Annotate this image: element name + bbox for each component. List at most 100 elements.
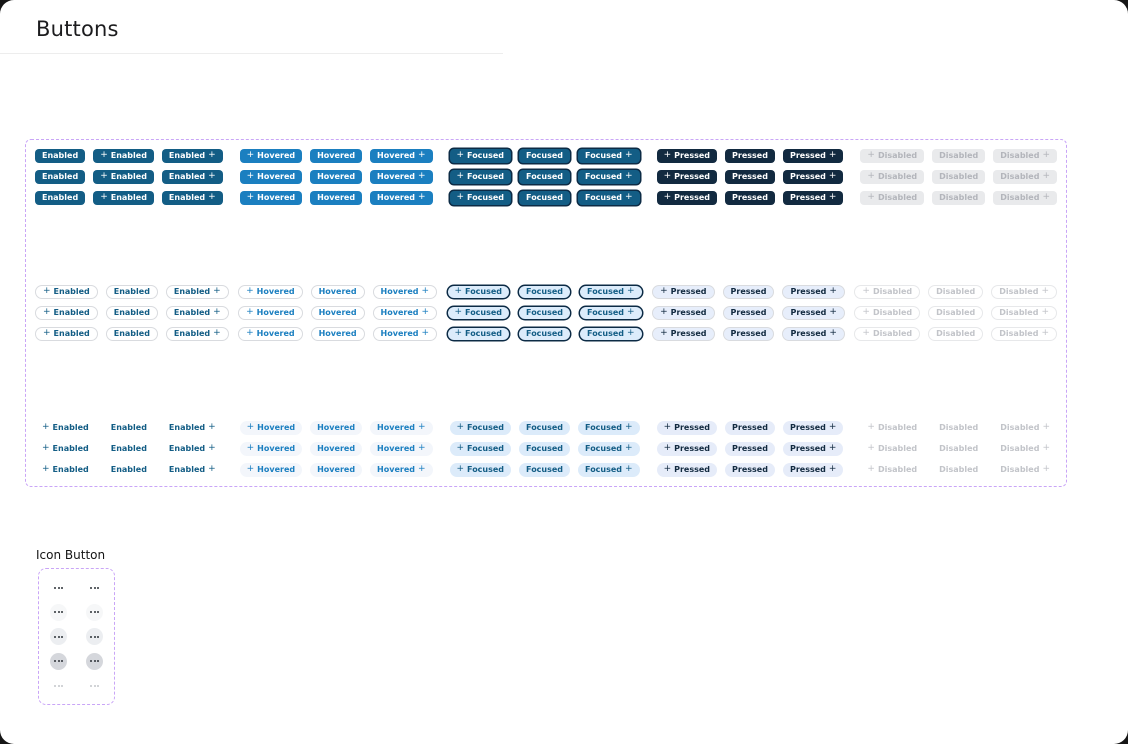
filled-button-disabled-plain[interactable]: Disabled: [932, 170, 986, 184]
filled-button-hovered-leading[interactable]: +Hovered: [239, 149, 303, 163]
outline-button-hovered-plain[interactable]: Hovered: [310, 285, 365, 299]
ghost-button-disabled-trailing[interactable]: Disabled+: [993, 421, 1057, 435]
outline-button-disabled-leading[interactable]: +Disabled: [854, 285, 921, 299]
outline-button-disabled-plain[interactable]: Disabled: [928, 306, 984, 320]
outline-button-enabled-trailing[interactable]: Enabled+: [165, 327, 229, 341]
outline-button-disabled-trailing[interactable]: Disabled+: [991, 306, 1057, 320]
icon-button-pressed[interactable]: [86, 652, 103, 670]
ghost-button-disabled-leading[interactable]: +Disabled: [860, 421, 924, 435]
filled-button-focused-trailing[interactable]: Focused+: [578, 170, 640, 184]
ghost-button-enabled-leading[interactable]: +Enabled: [35, 421, 96, 435]
outline-button-pressed-trailing[interactable]: Pressed+: [782, 306, 845, 320]
icon-button-focused[interactable]: [86, 628, 103, 645]
ghost-button-hovered-trailing[interactable]: Hovered+: [370, 463, 433, 477]
filled-button-focused-trailing[interactable]: Focused+: [578, 191, 640, 205]
outline-button-pressed-trailing[interactable]: Pressed+: [782, 327, 845, 341]
filled-button-enabled-trailing[interactable]: Enabled+: [161, 170, 223, 184]
outline-button-disabled-leading[interactable]: +Disabled: [854, 306, 921, 320]
outline-button-enabled-plain[interactable]: Enabled: [105, 327, 158, 341]
filled-button-pressed-plain[interactable]: Pressed: [725, 170, 775, 184]
outline-button-pressed-leading[interactable]: +Pressed: [652, 285, 715, 299]
outline-button-focused-plain[interactable]: Focused: [518, 306, 572, 320]
outline-button-enabled-leading[interactable]: +Enabled: [35, 327, 98, 341]
outline-button-hovered-leading[interactable]: +Hovered: [238, 285, 303, 299]
outline-button-pressed-leading[interactable]: +Pressed: [652, 306, 715, 320]
ghost-button-hovered-plain[interactable]: Hovered: [310, 463, 363, 477]
ghost-button-enabled-trailing[interactable]: Enabled+: [162, 442, 223, 456]
filled-button-hovered-leading[interactable]: +Hovered: [239, 170, 303, 184]
filled-button-focused-leading[interactable]: +Focused: [449, 149, 512, 163]
icon-button-hovered[interactable]: [86, 603, 103, 621]
filled-button-focused-leading[interactable]: +Focused: [449, 170, 512, 184]
ghost-button-disabled-trailing[interactable]: Disabled+: [993, 463, 1057, 477]
filled-button-hovered-plain[interactable]: Hovered: [310, 149, 363, 163]
ghost-button-focused-trailing[interactable]: Focused+: [578, 463, 640, 477]
icon-button-pressed[interactable]: [50, 652, 67, 670]
ghost-button-enabled-trailing[interactable]: Enabled+: [162, 421, 223, 435]
ghost-button-enabled-trailing[interactable]: Enabled+: [162, 463, 223, 477]
outline-button-focused-trailing[interactable]: Focused+: [579, 285, 643, 299]
filled-button-pressed-plain[interactable]: Pressed: [725, 191, 775, 205]
filled-button-enabled-leading[interactable]: +Enabled: [93, 191, 154, 205]
icon-button-disabled[interactable]: [86, 677, 103, 694]
filled-button-pressed-leading[interactable]: +Pressed: [656, 191, 718, 205]
filled-button-focused-plain[interactable]: Focused: [519, 191, 571, 205]
outline-button-pressed-plain[interactable]: Pressed: [722, 327, 775, 341]
filled-button-pressed-trailing[interactable]: Pressed+: [782, 149, 844, 163]
filled-button-disabled-plain[interactable]: Disabled: [932, 191, 986, 205]
ghost-button-disabled-plain[interactable]: Disabled: [932, 421, 985, 435]
filled-button-disabled-leading[interactable]: +Disabled: [860, 149, 925, 163]
icon-button-disabled[interactable]: [50, 677, 67, 694]
outline-button-focused-plain[interactable]: Focused: [518, 327, 572, 341]
ghost-button-disabled-trailing[interactable]: Disabled+: [993, 442, 1057, 456]
filled-button-enabled-trailing[interactable]: Enabled+: [161, 149, 223, 163]
outline-button-hovered-trailing[interactable]: Hovered+: [372, 306, 438, 320]
icon-button-hovered[interactable]: [50, 603, 67, 621]
outline-button-pressed-trailing[interactable]: Pressed+: [782, 285, 845, 299]
filled-button-enabled-leading[interactable]: +Enabled: [93, 149, 154, 163]
filled-button-pressed-trailing[interactable]: Pressed+: [782, 170, 844, 184]
icon-button-focused[interactable]: [50, 628, 67, 645]
ghost-button-disabled-leading[interactable]: +Disabled: [860, 463, 924, 477]
outline-button-focused-plain[interactable]: Focused: [518, 285, 572, 299]
ghost-button-pressed-plain[interactable]: Pressed: [725, 421, 775, 435]
outline-button-focused-leading[interactable]: +Focused: [446, 327, 511, 341]
ghost-button-disabled-leading[interactable]: +Disabled: [860, 442, 924, 456]
ghost-button-pressed-plain[interactable]: Pressed: [725, 442, 775, 456]
filled-button-pressed-leading[interactable]: +Pressed: [656, 170, 718, 184]
filled-button-pressed-trailing[interactable]: Pressed+: [782, 191, 844, 205]
ghost-button-focused-trailing[interactable]: Focused+: [578, 442, 640, 456]
ghost-button-focused-trailing[interactable]: Focused+: [578, 421, 640, 435]
ghost-button-enabled-leading[interactable]: +Enabled: [35, 442, 96, 456]
filled-button-focused-plain[interactable]: Focused: [519, 170, 571, 184]
ghost-button-pressed-trailing[interactable]: Pressed+: [782, 463, 844, 477]
filled-button-enabled-plain[interactable]: Enabled: [35, 170, 86, 184]
ghost-button-hovered-plain[interactable]: Hovered: [310, 442, 363, 456]
ghost-button-focused-plain[interactable]: Focused: [519, 442, 571, 456]
ghost-button-pressed-leading[interactable]: +Pressed: [656, 421, 718, 435]
filled-button-enabled-plain[interactable]: Enabled: [35, 191, 86, 205]
filled-button-disabled-trailing[interactable]: Disabled+: [993, 149, 1057, 163]
ghost-button-pressed-trailing[interactable]: Pressed+: [782, 442, 844, 456]
outline-button-hovered-leading[interactable]: +Hovered: [238, 306, 303, 320]
outline-button-hovered-plain[interactable]: Hovered: [310, 306, 365, 320]
filled-button-disabled-leading[interactable]: +Disabled: [860, 170, 925, 184]
outline-button-disabled-plain[interactable]: Disabled: [928, 327, 984, 341]
filled-button-hovered-trailing[interactable]: Hovered+: [370, 149, 433, 163]
outline-button-focused-trailing[interactable]: Focused+: [579, 306, 643, 320]
ghost-button-hovered-plain[interactable]: Hovered: [310, 421, 363, 435]
ghost-button-disabled-plain[interactable]: Disabled: [932, 463, 985, 477]
filled-button-focused-trailing[interactable]: Focused+: [578, 149, 640, 163]
filled-button-hovered-plain[interactable]: Hovered: [310, 170, 363, 184]
filled-button-focused-leading[interactable]: +Focused: [449, 191, 512, 205]
ghost-button-pressed-leading[interactable]: +Pressed: [656, 463, 718, 477]
filled-button-enabled-plain[interactable]: Enabled: [35, 149, 86, 163]
ghost-button-focused-leading[interactable]: +Focused: [449, 442, 512, 456]
outline-button-enabled-leading[interactable]: +Enabled: [35, 285, 98, 299]
ghost-button-enabled-leading[interactable]: +Enabled: [35, 463, 96, 477]
outline-button-disabled-trailing[interactable]: Disabled+: [991, 327, 1057, 341]
filled-button-hovered-trailing[interactable]: Hovered+: [370, 191, 433, 205]
outline-button-focused-leading[interactable]: +Focused: [446, 285, 511, 299]
ghost-button-enabled-plain[interactable]: Enabled: [104, 421, 154, 435]
ghost-button-enabled-plain[interactable]: Enabled: [104, 463, 154, 477]
